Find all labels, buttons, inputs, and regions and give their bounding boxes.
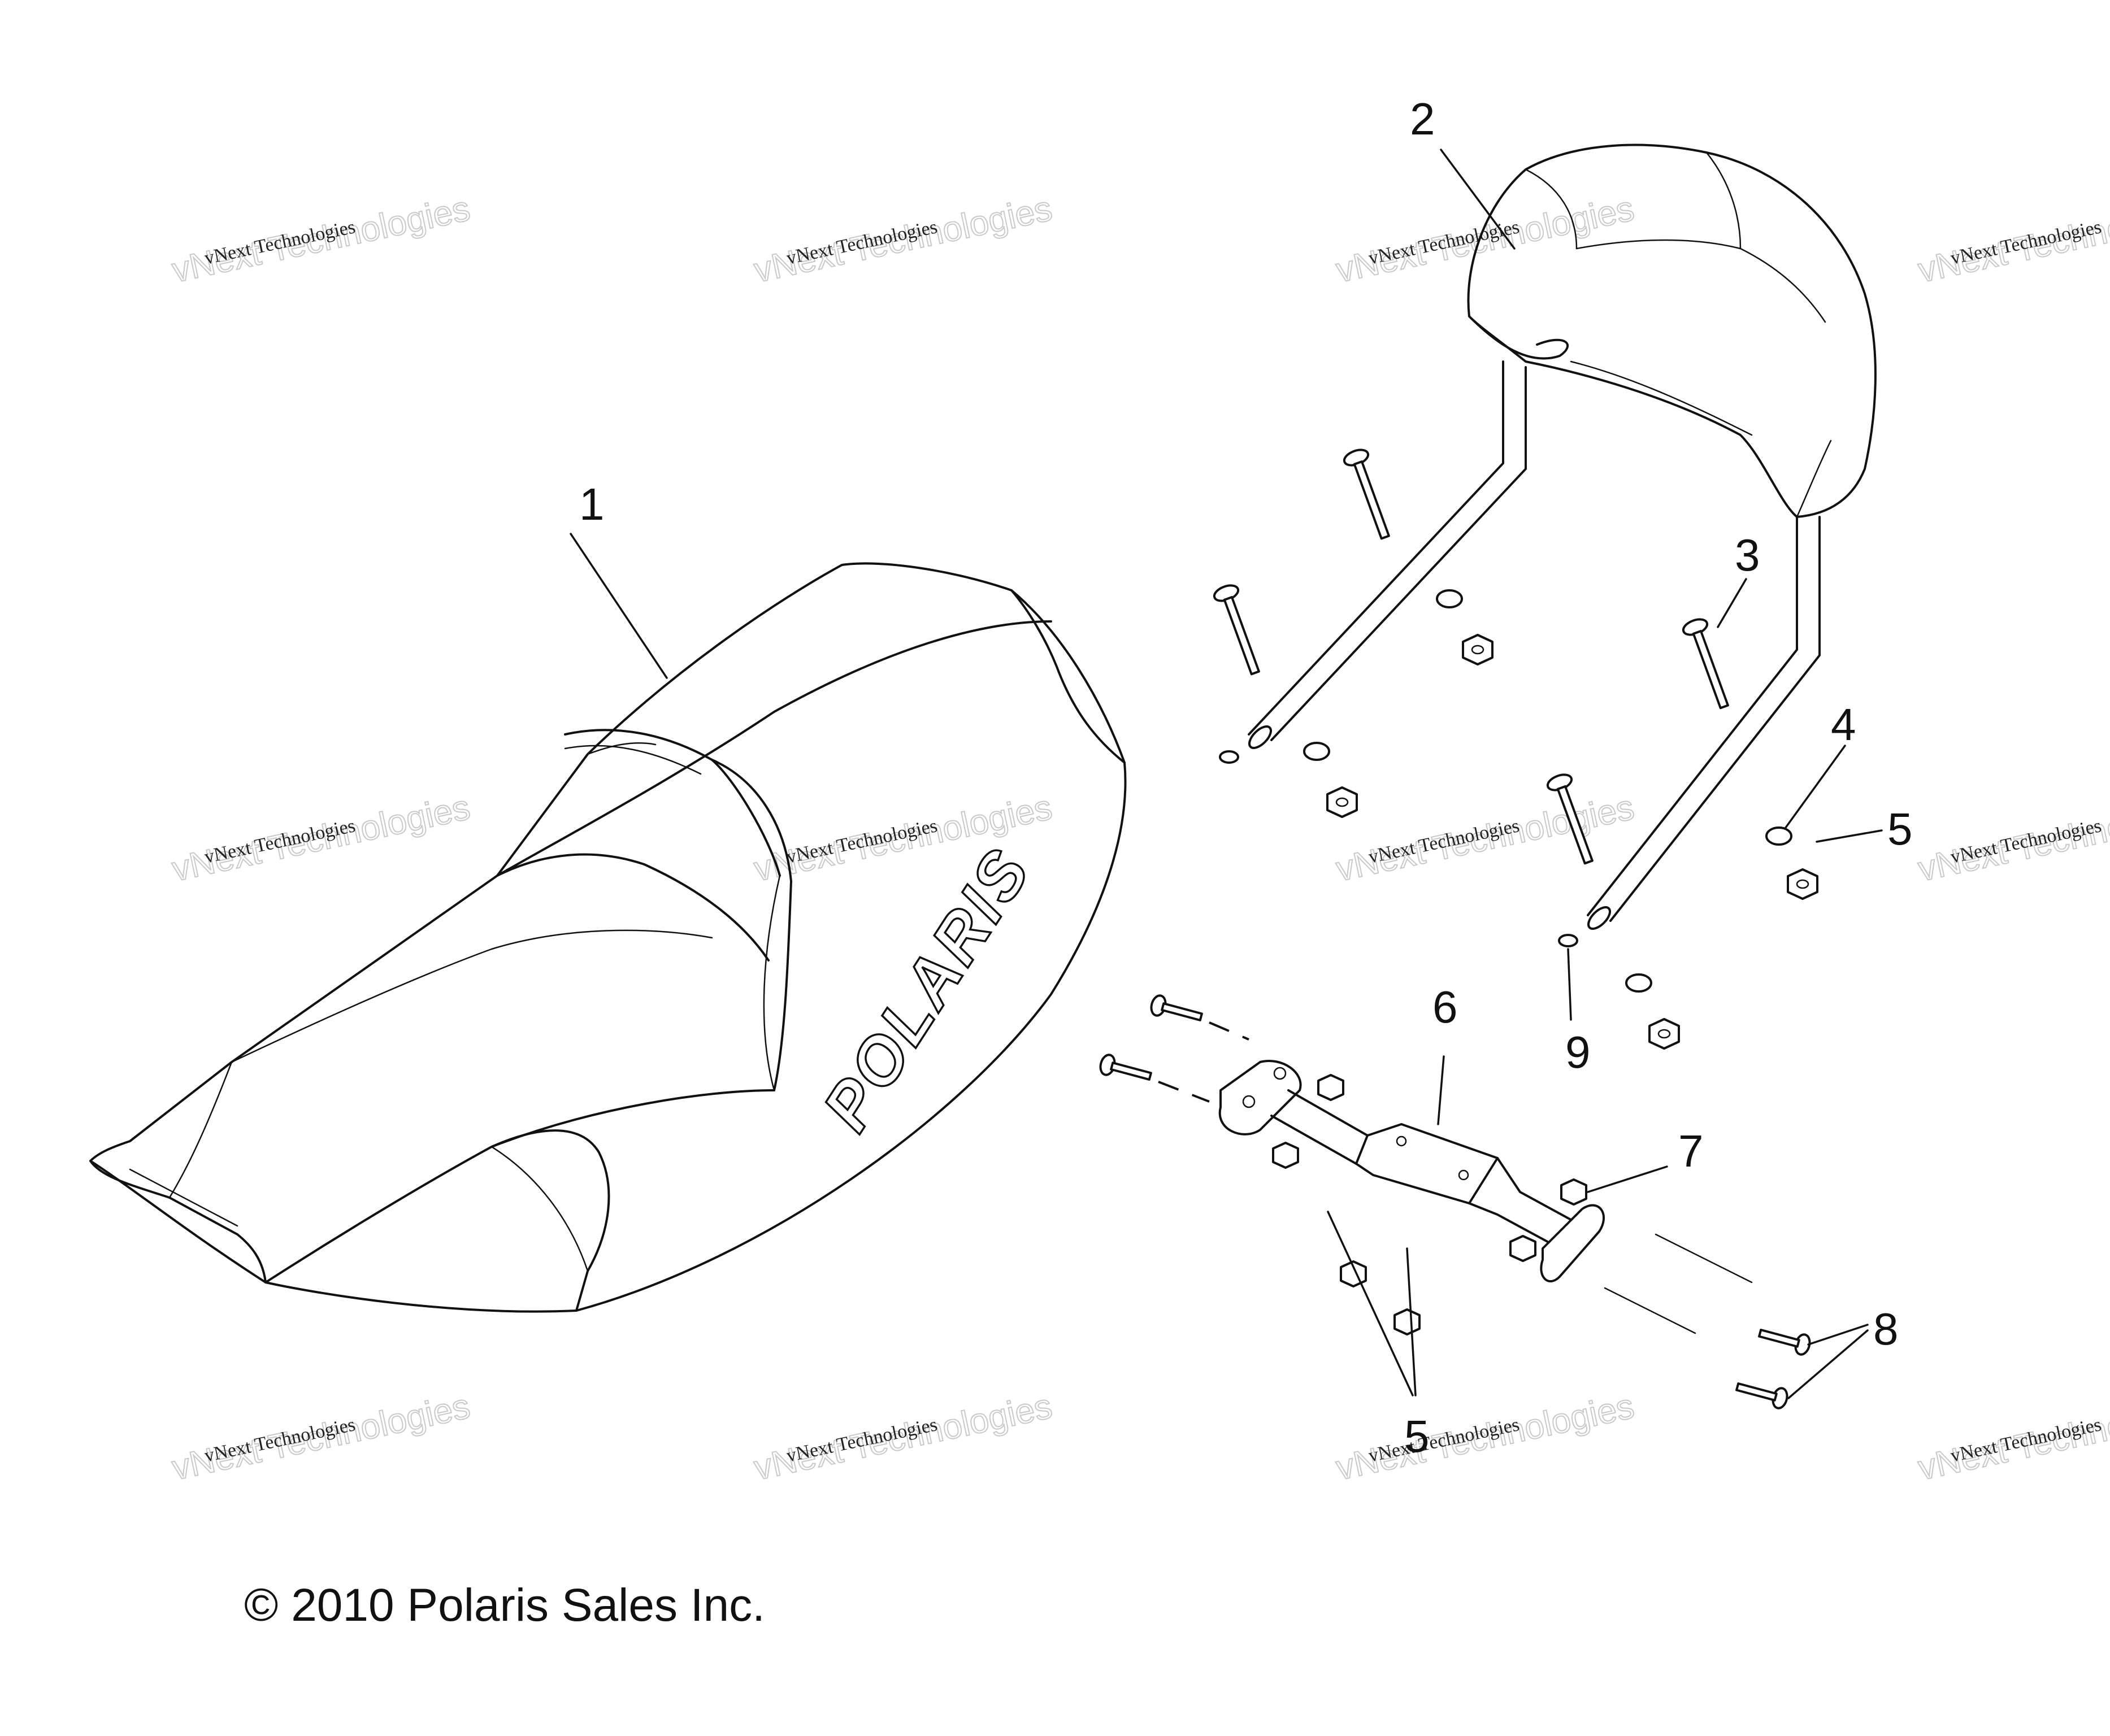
nut [1560, 1178, 1587, 1206]
pin [1558, 934, 1578, 947]
screw [1758, 1329, 1811, 1356]
callout-7: 7 [1678, 1126, 1704, 1176]
copyright-notice: © 2010 Polaris Sales Inc. [244, 1580, 765, 1631]
hardware [1213, 449, 1818, 1050]
bolt [1546, 773, 1594, 865]
callout-1: 1 [579, 479, 605, 529]
seat-logo: POLARIS [809, 834, 1045, 1143]
nut [1462, 634, 1494, 665]
callout-8: 8 [1873, 1304, 1899, 1354]
callout-5-bottom: 5 [1404, 1411, 1430, 1461]
washer [1765, 826, 1792, 846]
bolt [1343, 449, 1390, 540]
bolt [1682, 618, 1729, 710]
seat-part: POLARIS [89, 562, 1127, 1313]
nut [1272, 1142, 1299, 1169]
nut [1393, 1308, 1421, 1335]
nut [1648, 1018, 1680, 1050]
callout-6: 6 [1432, 982, 1458, 1032]
nut [1317, 1074, 1344, 1101]
pin [1219, 750, 1239, 764]
callout-2: 2 [1410, 94, 1435, 144]
screw [1735, 1382, 1788, 1409]
callout-5: 5 [1887, 804, 1913, 854]
callout-4: 4 [1831, 699, 1856, 750]
callouts: 1 2 3 4 5 6 7 8 9 5 [579, 94, 1913, 1461]
callout-9: 9 [1565, 1027, 1591, 1077]
nut [1787, 868, 1818, 900]
callout-3: 3 [1735, 530, 1760, 580]
backrest-part [1248, 143, 1877, 930]
washer [1303, 742, 1330, 761]
bolt [1213, 584, 1260, 676]
bracket-part [1099, 994, 1811, 1409]
screw [1099, 1054, 1152, 1081]
leader-lines [570, 149, 1883, 1399]
screw [1150, 994, 1203, 1021]
nut [1509, 1235, 1536, 1262]
washer [1625, 973, 1652, 993]
washer [1436, 589, 1463, 608]
nut [1326, 786, 1358, 818]
